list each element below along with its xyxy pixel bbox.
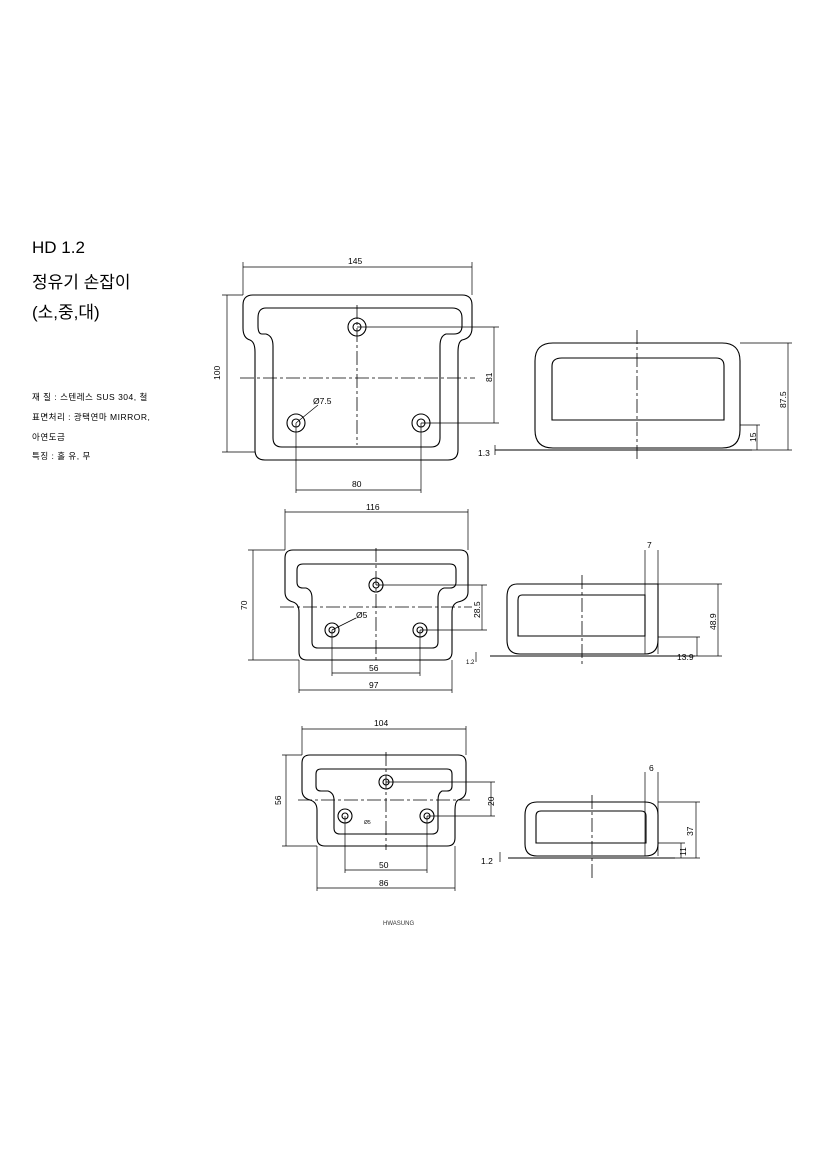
dim-small-hole-pitch-h: 50 bbox=[379, 860, 389, 870]
dim-small-wire: 6 bbox=[649, 763, 654, 773]
spec-feature: 특징 : 홀 유, 무 bbox=[32, 451, 91, 461]
dim-medium-thickness: 1.2 bbox=[466, 660, 475, 666]
dim-medium-width: 116 bbox=[366, 502, 380, 512]
dim-large-hole-pitch-h: 80 bbox=[352, 479, 362, 489]
spec-finish: 표면처리 : 광택연마 MIRROR, bbox=[32, 412, 151, 422]
dim-small-side-base: 11 bbox=[678, 847, 688, 856]
dim-small-thickness: 1.2 bbox=[481, 856, 493, 866]
dim-small-height: 56 bbox=[273, 795, 283, 805]
spec-material: 재 질 : 스텐레스 SUS 304, 철 bbox=[32, 392, 148, 402]
dim-small-width: 104 bbox=[374, 718, 388, 728]
dim-small-hole-pitch-v: 20 bbox=[486, 796, 496, 806]
dim-small-inner-width: 86 bbox=[379, 878, 389, 888]
dim-medium-hole-pitch-v: 28.5 bbox=[472, 601, 482, 618]
dim-large-hole-pitch-v: 81 bbox=[484, 372, 494, 382]
dim-large-side-base: 15 bbox=[748, 432, 758, 442]
medium-side-view: 7 48.9 13.9 1.2 bbox=[466, 540, 722, 666]
dim-medium-side-base: 13.9 bbox=[677, 652, 694, 662]
dim-large-width: 145 bbox=[348, 256, 362, 266]
dim-large-hole-dia: Ø7.5 bbox=[313, 396, 332, 406]
dim-small-hole-dia: Ø5 bbox=[364, 820, 371, 826]
small-side-view: 6 37 11 1.2 bbox=[481, 763, 700, 880]
dim-large-height: 100 bbox=[212, 366, 222, 380]
product-name: 정유기 손잡이 bbox=[32, 273, 131, 292]
dim-medium-hole-pitch-h: 56 bbox=[369, 663, 379, 673]
dim-large-side-height: 87.5 bbox=[778, 391, 788, 408]
small-plan-view: 104 56 20 50 86 Ø5 bbox=[273, 718, 496, 891]
large-side-view: 87.5 15 1.3 bbox=[478, 330, 792, 460]
large-plan-view: 145 100 81 80 Ø7.5 bbox=[212, 256, 499, 493]
dim-medium-hole-dia: Ø5 bbox=[356, 610, 368, 620]
medium-plan-view: 116 70 28.5 56 97 Ø5 bbox=[239, 502, 487, 693]
dim-medium-height: 70 bbox=[239, 600, 249, 610]
dim-medium-inner-width: 97 bbox=[369, 680, 379, 690]
dim-small-side-height: 37 bbox=[685, 826, 695, 836]
spec-finish-2: 아연도금 bbox=[32, 432, 66, 442]
size-range: (소,중,대) bbox=[32, 303, 100, 322]
company-logo: HWASUNG bbox=[383, 921, 415, 927]
dim-medium-wire: 7 bbox=[647, 540, 652, 550]
model-code: HD 1.2 bbox=[32, 238, 85, 257]
dim-large-thickness: 1.3 bbox=[478, 448, 490, 458]
dim-medium-side-height: 48.9 bbox=[708, 613, 718, 630]
